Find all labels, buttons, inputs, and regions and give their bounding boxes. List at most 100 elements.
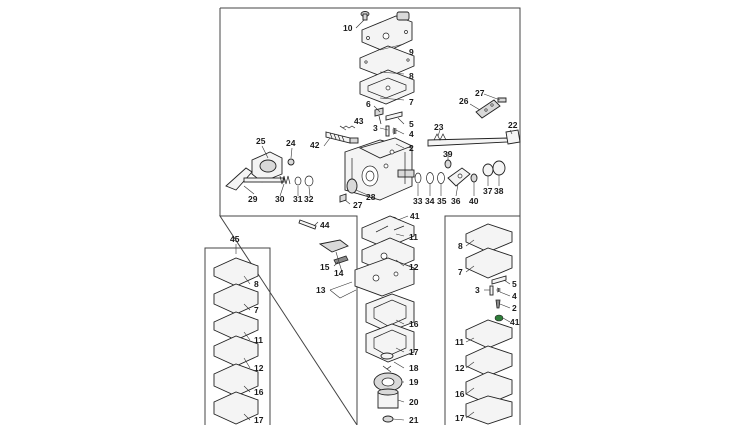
- callout-45: 45: [230, 234, 240, 244]
- callout-19: 19: [409, 377, 419, 387]
- callout-12-kit-right: 12: [455, 363, 465, 373]
- part-27-screw-lower: [339, 193, 347, 203]
- part-4-spring: [391, 127, 398, 135]
- part-41-screen-kit-right: [494, 314, 504, 322]
- part-26-throttle-lever: [475, 99, 501, 119]
- callout-5: 5: [409, 119, 414, 129]
- part-18-filter: [380, 352, 394, 373]
- callout-21: 21: [409, 415, 419, 425]
- part-5-lever-kit-right: [491, 275, 507, 285]
- part-25-choke-lever: [251, 151, 283, 183]
- part-7-diaphragm-kit-right: [465, 247, 513, 279]
- callout-7-kit-right: 7: [458, 267, 463, 277]
- callout-27-top: 27: [475, 88, 485, 98]
- right-kit-frame: [445, 215, 521, 425]
- carburetor-body: [344, 137, 415, 201]
- callout-labels: 10 9 8 7 6 5 3 4 2 43 42 23 22 27 26 25 …: [230, 23, 520, 425]
- callout-37: 37: [483, 186, 493, 196]
- part-15-pin: [333, 255, 349, 265]
- part-12-diaphragm-kit-right: [465, 345, 513, 377]
- callout-12-kit-left: 12: [254, 363, 264, 373]
- part-8-gasket-kit-left: [213, 257, 259, 287]
- part-11-gasket-kit-right: [465, 319, 513, 349]
- callout-17-kit-left: 17: [254, 415, 264, 425]
- callout-28: 28: [366, 192, 376, 202]
- callout-38: 38: [494, 186, 504, 196]
- callout-18: 18: [409, 363, 419, 373]
- left-kit-frame: [204, 247, 271, 425]
- callout-10: 10: [343, 23, 353, 33]
- callout-3-kit-right: 3: [475, 285, 480, 295]
- part-8-gasket-kit-right: [465, 223, 513, 253]
- part-44-screw: [298, 219, 317, 230]
- part-19-cover: [373, 372, 403, 392]
- part-16-gasket: [365, 293, 415, 333]
- part-7-pump-diaphragm-top: [359, 69, 415, 105]
- part-24-clip: [287, 158, 295, 166]
- leader-lines: [235, 19, 513, 421]
- callout-23: 23: [434, 122, 444, 132]
- part-10-screw: [360, 11, 370, 21]
- callout-4: 4: [409, 129, 414, 139]
- callout-17: 17: [409, 347, 419, 357]
- callout-35: 35: [437, 196, 447, 206]
- callout-20: 20: [409, 397, 419, 407]
- callout-11-kit-right: 11: [455, 337, 464, 347]
- callout-30: 30: [275, 194, 285, 204]
- callout-33: 33: [413, 196, 423, 206]
- part-9-pump-cover: [361, 11, 413, 53]
- part-11-gasket-kit-left: [213, 311, 259, 341]
- part-34-washer: [426, 172, 434, 184]
- callout-31: 31: [293, 194, 303, 204]
- part-12-diaphragm-kit-left: [213, 335, 259, 367]
- callout-39: 39: [443, 149, 453, 159]
- part-39-bolt: [444, 159, 452, 169]
- part-38-knob-cap: [492, 160, 506, 176]
- callout-14: 14: [334, 268, 344, 278]
- callout-7: 7: [409, 97, 414, 107]
- callout-6: 6: [366, 99, 371, 109]
- callout-24: 24: [286, 138, 296, 148]
- part-4-spring-kit-right: [495, 287, 502, 293]
- part-29-choke-shaft: [225, 167, 285, 191]
- part-37-knob: [482, 163, 494, 177]
- part-17-diaphragm-kit-right: [465, 395, 513, 425]
- part-17-diaphragm-kit-left: [213, 391, 259, 425]
- callout-8-kit-left: 8: [254, 279, 259, 289]
- callout-40: 40: [469, 196, 479, 206]
- callout-13: 13: [316, 285, 326, 295]
- part-23-spring: [433, 133, 447, 141]
- callout-32: 32: [304, 194, 314, 204]
- callout-4-kit-right: 4: [512, 291, 517, 301]
- part-21-screw: [382, 415, 394, 423]
- callout-2-kit-right: 2: [512, 303, 517, 313]
- callout-9: 9: [409, 47, 414, 57]
- callout-8: 8: [409, 71, 414, 81]
- callout-41: 41: [410, 211, 420, 221]
- callout-12: 12: [409, 262, 419, 272]
- part-32-ring: [304, 175, 314, 187]
- part-31-washer: [294, 176, 302, 186]
- part-7-diaphragm-kit-left: [213, 283, 259, 315]
- part-3-pin-kit-right: [489, 285, 494, 296]
- part-35-washer: [437, 172, 445, 184]
- part-33-washer: [414, 172, 422, 184]
- part-28-throttle-plate: [346, 178, 358, 194]
- callout-7-kit-left: 7: [254, 305, 259, 315]
- part-13-metering-assembly: [354, 257, 415, 297]
- callout-41-kit-right: 41: [510, 317, 520, 327]
- part-16-gasket-kit-left: [213, 363, 259, 397]
- callout-17-kit-right: 17: [455, 413, 465, 423]
- part-27-screw-top: [497, 97, 507, 103]
- part-17-diaphragm: [365, 323, 415, 363]
- part-2-needle-kit-right: [495, 299, 501, 309]
- part-40-nut: [470, 173, 478, 183]
- part-20-fitting: [377, 388, 399, 409]
- part-8-gasket-top: [359, 45, 415, 79]
- part-22-throttle-shaft: [427, 129, 521, 147]
- part-42-adjust-screw: [325, 131, 359, 144]
- callout-34: 34: [425, 196, 435, 206]
- callout-11: 11: [409, 232, 418, 242]
- callout-25: 25: [256, 136, 266, 146]
- part-36-lever: [447, 167, 471, 187]
